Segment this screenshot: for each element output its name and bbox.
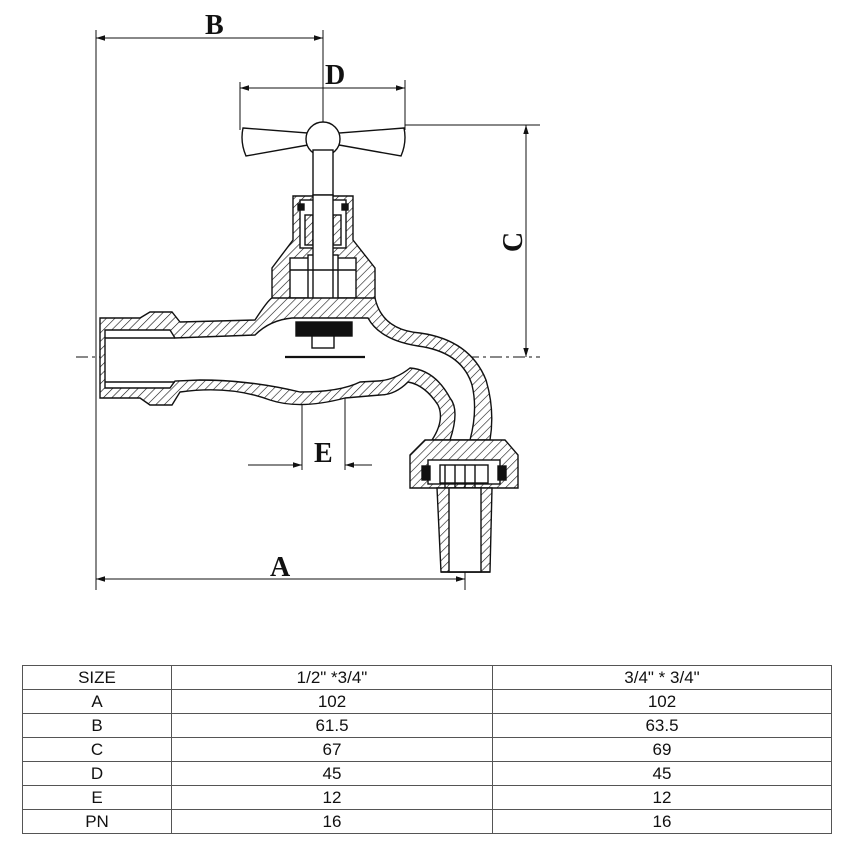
table-header-row: SIZE 1/2" *3/4" 3/4" * 3/4" xyxy=(22,665,832,690)
table-cell: 3/4" * 3/4" xyxy=(492,665,832,690)
table-cell: D xyxy=(22,761,172,786)
table-cell: 67 xyxy=(171,737,493,762)
tee-handle xyxy=(241,121,406,196)
dimension-label-c: C xyxy=(498,232,529,252)
table-cell: 16 xyxy=(492,809,832,834)
dimension-label-a: A xyxy=(270,552,291,583)
table-cell: B xyxy=(22,713,172,738)
faucet-technical-drawing: B D C E A xyxy=(76,10,540,590)
table-cell: 12 xyxy=(171,785,493,810)
table-cell: 12 xyxy=(492,785,832,810)
bonnet xyxy=(271,194,376,306)
table-cell: 102 xyxy=(171,689,493,714)
table-cell: 1/2" *3/4" xyxy=(171,665,493,690)
table-cell: PN xyxy=(22,809,172,834)
table-row: C 67 69 xyxy=(22,737,832,762)
table-cell: 16 xyxy=(171,809,493,834)
table-cell: 102 xyxy=(492,689,832,714)
dimension-label-b: B xyxy=(205,10,224,41)
table-row: A 102 102 xyxy=(22,689,832,714)
table-cell: 69 xyxy=(492,737,832,762)
table-cell: A xyxy=(22,689,172,714)
dimension-label-d: D xyxy=(325,60,345,91)
table-row: B 61.5 63.5 xyxy=(22,713,832,738)
table-cell: 45 xyxy=(171,761,493,786)
table-row: E 12 12 xyxy=(22,785,832,810)
table-cell: 63.5 xyxy=(492,713,832,738)
table-cell: E xyxy=(22,785,172,810)
valve-body xyxy=(99,297,493,441)
table-cell: 45 xyxy=(492,761,832,786)
table-row: D 45 45 xyxy=(22,761,832,786)
table-row: PN 16 16 xyxy=(22,809,832,834)
table-cell: 61.5 xyxy=(171,713,493,738)
dimension-label-e: E xyxy=(314,438,333,469)
table-cell: C xyxy=(22,737,172,762)
dimensions-table: SIZE 1/2" *3/4" 3/4" * 3/4" A 102 102 B … xyxy=(22,665,832,834)
hose-coupling xyxy=(409,439,519,573)
table-cell: SIZE xyxy=(22,665,172,690)
valve-washer xyxy=(285,321,365,359)
